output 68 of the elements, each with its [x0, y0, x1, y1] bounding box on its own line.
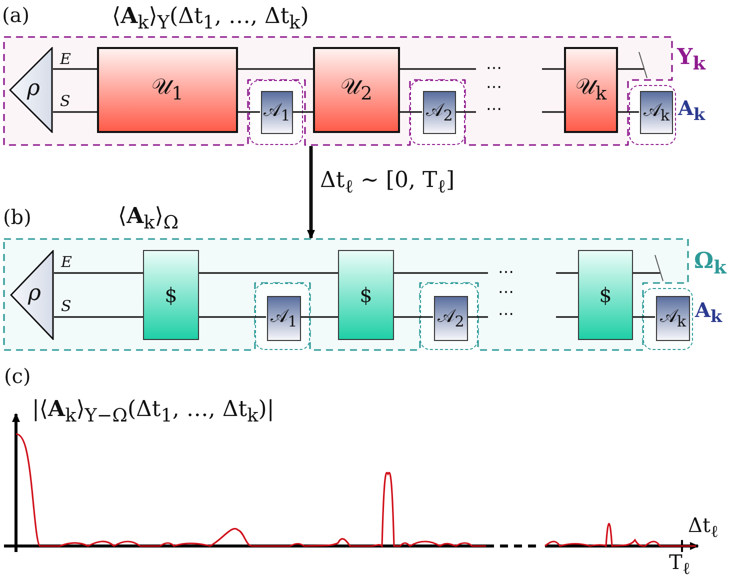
formula-label: ⟨A$_{k}$⟩$_{Υ}$(Δt$_{1}$, …, Δt$_{k}$) [112, 5, 309, 33]
wire [400, 111, 422, 113]
instrument-frame [255, 283, 310, 350]
wire [300, 316, 338, 318]
edge-label: S [61, 299, 72, 314]
tick-label: T$_{ℓ}$ [669, 552, 690, 578]
wire [633, 316, 655, 318]
instrument-box: 𝒜$_{k}$ [640, 91, 673, 134]
wire [467, 316, 488, 318]
ellipsis: ⋯ [498, 284, 514, 300]
ellipsis: ⋯ [486, 60, 502, 76]
wire [618, 68, 644, 70]
ellipsis: ⋯ [498, 306, 514, 322]
wire [633, 272, 660, 274]
arrow [307, 146, 315, 239]
edge-label: E [60, 52, 71, 67]
instrument-box: 𝒜$_{2}$ [423, 91, 456, 134]
operator-label: A$_{k}$ [678, 98, 706, 123]
axis-label: Δt$_{ℓ}$ [688, 515, 718, 541]
state-label: ρ [27, 78, 40, 100]
instrument-frame [643, 288, 693, 350]
instrument-box: 𝒜$_{k}$ [656, 296, 690, 341]
wire [53, 111, 97, 113]
wire [618, 111, 639, 113]
unitary-box: 𝒰$_{k}$ [564, 47, 618, 133]
wire [199, 272, 338, 274]
instrument-frame [410, 80, 465, 145]
edge-label: S [60, 94, 70, 109]
instrument-frame [420, 283, 478, 350]
axis-label: |⟨A$_{k}$⟩$_{Υ−Ω}$(Δt$_{1}$, …, Δt$_{k}$)| [32, 398, 274, 426]
instrument-box: 𝒜$_{1}$ [261, 91, 293, 134]
ellipsis: ⋯ [486, 101, 502, 117]
wire [394, 272, 488, 274]
wire [54, 316, 143, 318]
instrument-frame [249, 80, 303, 145]
comb-label: Υ$_{k}$ [677, 46, 706, 74]
wire [455, 111, 476, 113]
comb-label: Ω$_{k}$ [694, 250, 726, 278]
instrument-box: 𝒜$_{1}$ [267, 296, 301, 341]
unitary-box: 𝒰$_{2}$ [313, 47, 400, 133]
channel-box: $ [338, 250, 394, 340]
wire [238, 111, 260, 113]
unitary-box: 𝒰$_{1}$ [97, 47, 238, 133]
wire [238, 68, 313, 70]
formula-label: ⟨A$_{k}$⟩$_{Ω}$ [118, 205, 179, 233]
instrument-box: 𝒜$_{2}$ [434, 296, 468, 341]
edge-label: Δt$_{ℓ}$ ∼ [0, T$_{ℓ}$] [320, 170, 455, 197]
operator-label: A$_{k}$ [695, 300, 722, 325]
wire [54, 272, 143, 274]
state-label: ρ [28, 283, 41, 305]
edge-label: E [61, 255, 72, 270]
channel-box: $ [143, 250, 199, 340]
wire [556, 316, 578, 318]
ellipsis: ⋯ [498, 264, 514, 280]
panel-label: (b) [3, 207, 32, 227]
panel-label: (a) [2, 5, 30, 25]
wire [394, 316, 433, 318]
wire [556, 272, 578, 274]
wire [199, 316, 266, 318]
wire [53, 68, 97, 70]
wire [542, 111, 564, 113]
wire [542, 68, 564, 70]
panel-label: (c) [4, 366, 31, 386]
wire [400, 68, 476, 70]
ellipsis: ⋯ [486, 79, 502, 95]
instrument-frame [629, 85, 676, 145]
wire [292, 111, 313, 113]
channel-box: $ [578, 250, 633, 340]
